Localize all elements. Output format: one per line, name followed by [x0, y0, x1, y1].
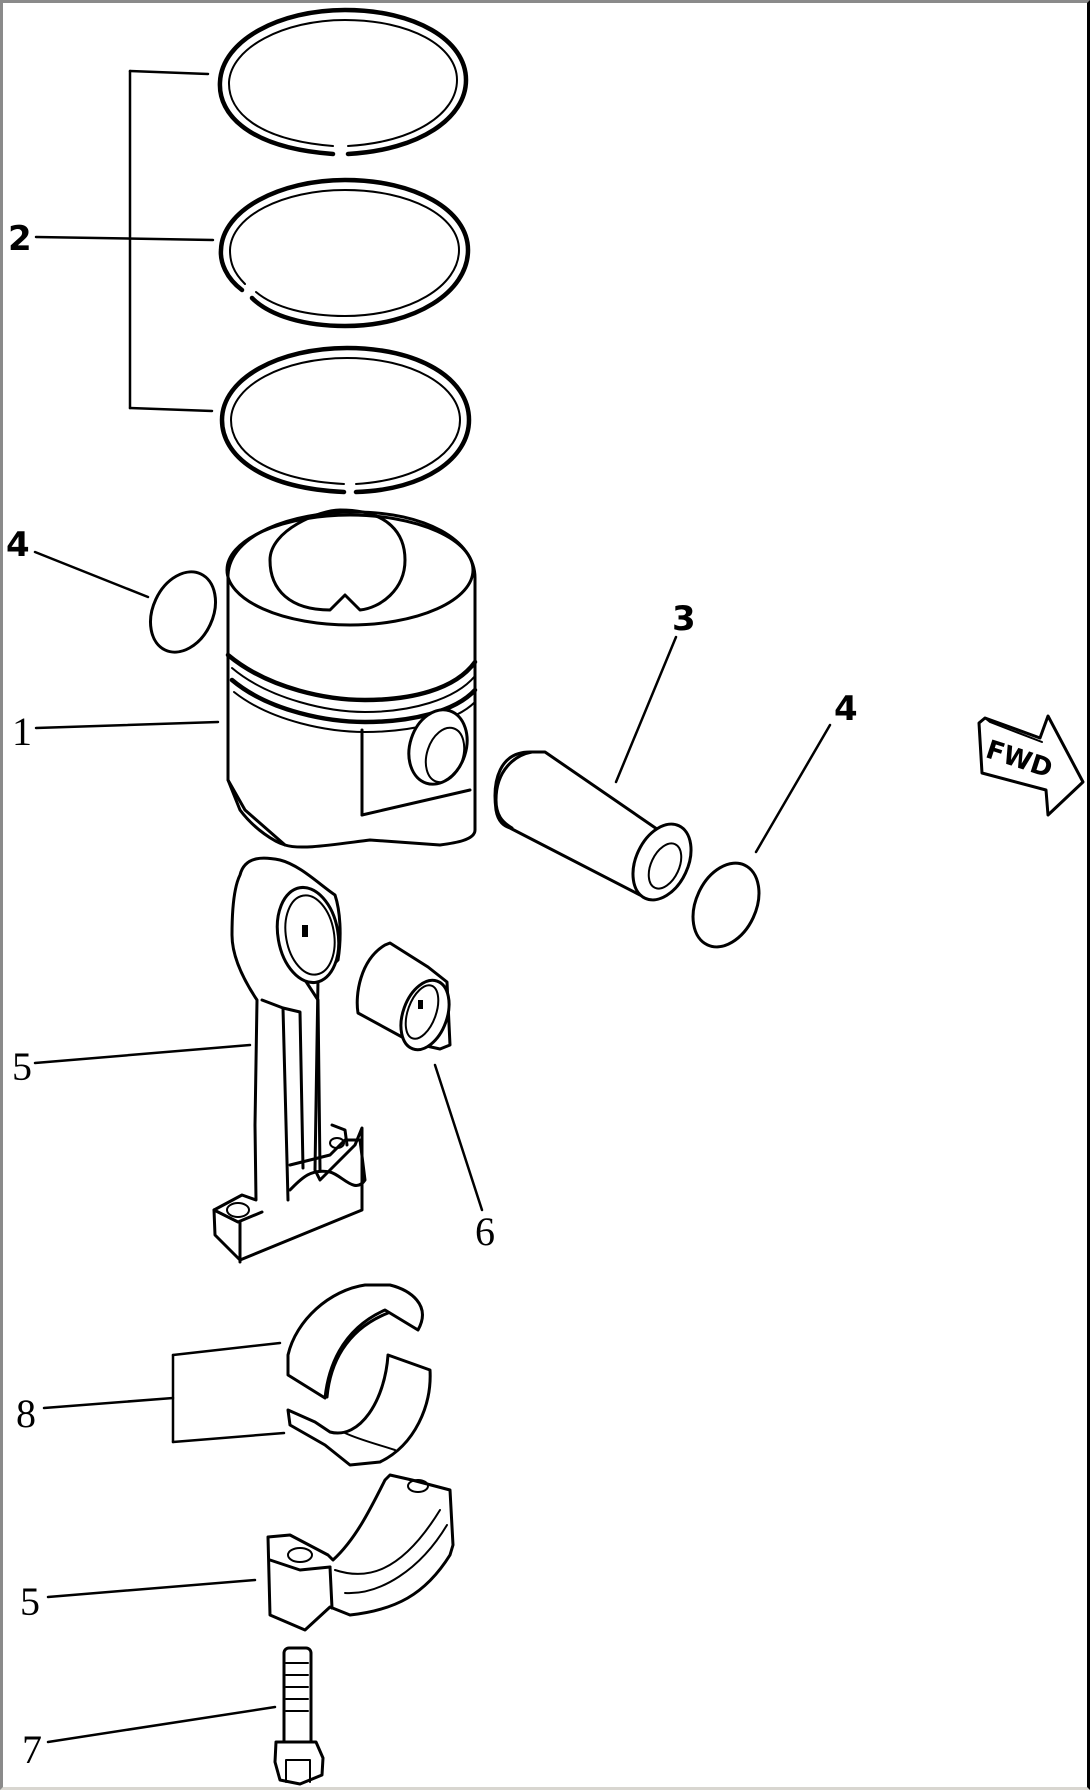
leader-line-5b: [46, 1578, 257, 1599]
piston-pin: [493, 750, 693, 902]
bolt: [273, 1646, 325, 1786]
callout-label-5b: 5: [20, 1579, 40, 1624]
connecting-rod-cap: [266, 1473, 455, 1632]
callout-2-bracket: [34, 69, 215, 413]
leader-line-4a: [33, 550, 150, 599]
callout-label-6: 6: [475, 1209, 495, 1254]
connecting-rod: [212, 856, 367, 1264]
bearing-shell-lower: [286, 1353, 432, 1467]
callout-label-2: 2: [8, 219, 32, 259]
leader-line-6: [433, 1063, 484, 1212]
callout-label-4b: 4: [834, 689, 858, 729]
piston: [225, 508, 478, 849]
leader-line-7: [46, 1705, 277, 1744]
callout-label-4a: 4: [6, 525, 30, 565]
callout-label-3: 3: [672, 599, 696, 639]
piston-ring-bottom: [219, 345, 472, 495]
piston-ring-top: [217, 7, 469, 157]
callout-label-5a: 5: [12, 1044, 32, 1089]
leader-line-4b: [754, 723, 832, 854]
forward-arrow-icon: FWD: [977, 714, 1085, 817]
callout-label-8: 8: [16, 1391, 36, 1436]
piston-ring-middle: [218, 177, 471, 329]
callout-label-7: 7: [22, 1727, 42, 1772]
bushing: [355, 941, 452, 1052]
leader-line-5a: [33, 1043, 252, 1065]
bearing-shell-upper: [286, 1283, 424, 1400]
snap-ring-right: [691, 861, 761, 949]
snap-ring-left: [149, 570, 217, 654]
callout-8-bracket: [42, 1341, 286, 1444]
leader-line-3: [614, 635, 678, 784]
leader-line-1: [34, 720, 220, 730]
callout-label-1: 1: [12, 709, 32, 754]
